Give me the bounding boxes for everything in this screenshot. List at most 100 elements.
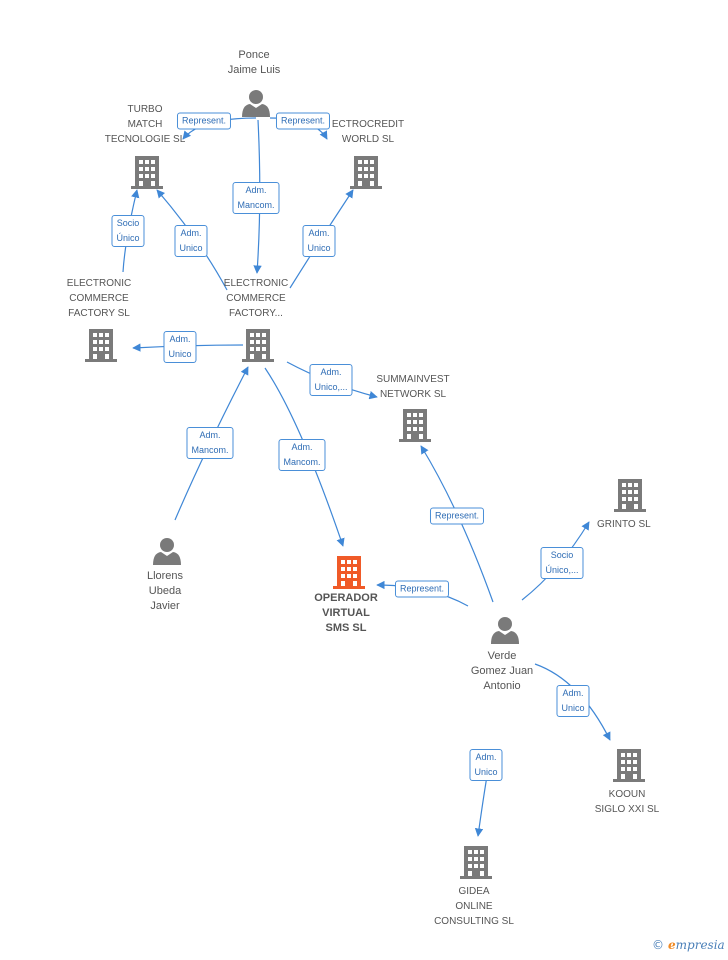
node-label-line: KOOUN	[608, 789, 646, 800]
edge-label-line: Unico	[561, 703, 585, 713]
node-label-line: VIRTUAL	[322, 607, 370, 619]
node-label-line: FACTORY SL	[68, 308, 130, 319]
edge-label-line: Adm.	[475, 752, 497, 762]
node-label-line: ELECTRONIC	[223, 278, 289, 289]
edge-label-line: Adm.	[562, 688, 584, 698]
node-label-line: TECNOLOGIE SL	[104, 134, 186, 145]
node-label-line: SIGLO XXI SL	[594, 804, 660, 815]
edge-label-line: Adm.	[291, 442, 313, 452]
building-icon-grinto[interactable]	[614, 479, 646, 512]
node-label-line: FACTORY...	[229, 308, 283, 319]
node-label-line: Javier	[150, 600, 180, 612]
node-label-line: COMMERCE	[226, 293, 286, 304]
node-label-grinto[interactable]: GRINTO SL	[597, 517, 651, 532]
edge-label-verde-to-summa[interactable]: Represent.	[429, 507, 485, 525]
edge-label-line: Represent.	[280, 115, 326, 126]
edge-label-line: Represent.	[181, 115, 227, 126]
node-label-gidea[interactable]: GIDEA ONLINE CONSULTING SL	[434, 884, 514, 929]
node-label-line: Llorens	[146, 570, 184, 582]
node-label-ecf2[interactable]: ELECTRONIC COMMERCE FACTORY...	[224, 276, 288, 321]
node-label-kooun[interactable]: KOOUN SIGLO XXI SL	[595, 787, 659, 817]
node-label-line: TURBO	[127, 104, 163, 115]
edge-label-line: Adm.	[320, 367, 342, 377]
edge-label-ecf2-to-ecf1[interactable]: Adm. Unico	[163, 331, 197, 363]
person-icon-verde[interactable]	[491, 617, 519, 644]
edge-label-line: Adm.	[245, 185, 267, 195]
nodes-layer	[85, 90, 646, 879]
edge-verde-to-gidea	[474, 775, 488, 837]
node-label-line: Ponce	[238, 49, 270, 61]
building-icon-ecf1[interactable]	[85, 329, 117, 362]
person-icon-ponce[interactable]	[242, 90, 270, 117]
edge-label-line: Unico	[179, 243, 203, 253]
edge-label-line: Unico	[474, 767, 498, 777]
edge-label-line: Socio	[550, 550, 574, 560]
node-label-line: GRINTO SL	[597, 519, 651, 530]
node-label-line: Ubeda	[148, 585, 182, 597]
building-icon-turbo[interactable]	[131, 156, 163, 189]
node-label-ecf1[interactable]: ELECTRONIC COMMERCE FACTORY SL	[67, 276, 131, 321]
building-icon-kooun[interactable]	[613, 749, 645, 782]
building-icon-gidea[interactable]	[460, 846, 492, 879]
edge-label-ponce-to-turbo[interactable]: Represent.	[176, 112, 232, 130]
building-icon-ecf2[interactable]	[242, 329, 274, 362]
node-label-line: SUMMAINVEST	[376, 374, 450, 385]
node-label-line: ELECTRONIC	[66, 278, 132, 289]
edge-label-line: Represent.	[434, 510, 480, 521]
brand-logo-text: mpresia	[675, 938, 725, 952]
building-icon-operador[interactable]	[333, 556, 365, 589]
building-icon-summa[interactable]	[399, 409, 431, 442]
edge-label-verde-to-gidea[interactable]: Adm. Unico	[469, 749, 503, 781]
edge-label-line: Adm.	[169, 334, 191, 344]
edge-label-line: Socio	[116, 218, 140, 228]
node-label-line: NETWORK SL	[379, 389, 447, 400]
edge-label-ponce-to-ectro[interactable]: Represent.	[275, 112, 331, 130]
node-label-line: ONLINE	[455, 901, 493, 912]
node-label-summa[interactable]: SUMMAINVEST NETWORK SL	[376, 372, 449, 402]
node-label-line: WORLD SL	[341, 134, 395, 145]
edge-label-line: Mancom.	[237, 200, 275, 210]
edge-label-line: Unico,...	[314, 382, 348, 392]
edge-label-ecf2-to-turbo[interactable]: Adm. Unico	[174, 225, 208, 257]
edge-label-verde-to-operador[interactable]: Represent.	[394, 580, 450, 598]
node-label-line: GIDEA	[458, 886, 490, 897]
node-label-line: Verde	[487, 650, 517, 662]
node-label-line: SMS SL	[325, 622, 367, 634]
edge-label-ecf2-to-operador[interactable]: Adm. Mancom.	[278, 439, 326, 471]
node-label-turbo[interactable]: TURBO MATCH TECNOLOGIE SL	[105, 102, 186, 147]
node-label-line: COMMERCE	[69, 293, 129, 304]
edge-label-line: Único,...	[545, 565, 579, 575]
node-label-ectro[interactable]: ECTROCREDIT WORLD SL	[332, 117, 404, 147]
edge-label-line: Adm.	[180, 228, 202, 238]
copyright-symbol: ©	[652, 938, 664, 952]
edge-label-ponce-to-ecf2[interactable]: Adm. Mancom.	[232, 182, 280, 214]
node-label-line: Antonio	[483, 680, 521, 692]
node-label-line: ECTROCREDIT	[331, 119, 405, 130]
edge-ecf2-to-operador	[264, 367, 345, 547]
edge-label-line: Adm.	[199, 430, 221, 440]
edge-label-llorens-to-ecf2[interactable]: Adm. Mancom.	[186, 427, 234, 459]
edge-label-line: Mancom.	[283, 457, 321, 467]
person-icon-llorens[interactable]	[153, 538, 181, 565]
edge-label-verde-to-kooun[interactable]: Adm. Unico	[556, 685, 590, 717]
edge-label-line: Mancom.	[191, 445, 229, 455]
node-label-operador[interactable]: OPERADOR VIRTUAL SMS SL	[314, 591, 378, 636]
edge-label-ecf2-to-ectro[interactable]: Adm. Unico	[302, 225, 336, 257]
node-label-line: Gomez Juan	[470, 665, 534, 677]
building-icon-ectro[interactable]	[350, 156, 382, 189]
brand-logo-e: e	[668, 938, 676, 952]
edge-label-line: Unico	[168, 349, 192, 359]
edge-label-line: Único	[116, 233, 140, 243]
node-label-line: MATCH	[127, 119, 163, 130]
edge-label-line: Represent.	[399, 583, 445, 594]
edge-label-line: Adm.	[308, 228, 330, 238]
node-label-line: OPERADOR	[314, 592, 378, 604]
edge-label-ecf2-to-summa[interactable]: Adm. Unico,...	[309, 364, 353, 396]
node-label-line: CONSULTING SL	[434, 916, 514, 927]
edge-label-line: Unico	[307, 243, 331, 253]
